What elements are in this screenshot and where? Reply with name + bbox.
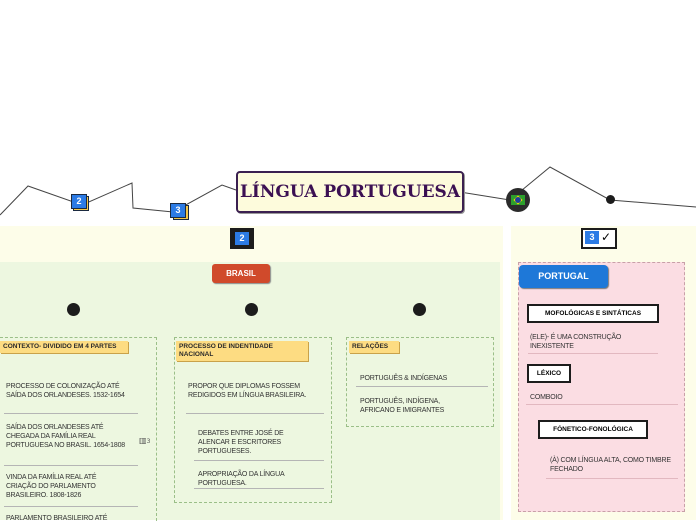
divider — [356, 386, 488, 387]
list-item[interactable]: DEBATES ENTRE JOSÉ DE ALENCAR E ESCRITOR… — [198, 430, 284, 455]
relacoes-column — [346, 337, 494, 427]
list-item[interactable]: COMBOIO — [530, 394, 563, 401]
identidade-header[interactable]: PROCESSO DE INDENTIDADE NACIONAL — [176, 341, 308, 361]
collapse-dot-1[interactable] — [67, 303, 80, 316]
list-item[interactable]: SAÍDA DOS ORLANDESES ATÉ CHEGADA DA FAMÍ… — [6, 424, 125, 449]
contexto-column — [0, 337, 157, 521]
marker-2[interactable]: 2 — [230, 228, 254, 249]
list-item[interactable]: PROPOR QUE DIPLOMAS FOSSEM REDIGIDOS EM … — [188, 383, 307, 399]
divider — [546, 478, 678, 479]
list-item[interactable]: VINDA DA FAMÍLIA REAL ATÉ CRIAÇÃO DO PAR… — [6, 474, 97, 499]
relacoes-header[interactable]: RELAÇÕES — [349, 341, 399, 353]
list-item[interactable]: PROCESSO DE COLONIZAÇÃO ATÉ SAÍDA DOS OR… — [6, 383, 125, 399]
list-item[interactable]: (À) COM LÍNGUA ALTA, COMO TIMBRE FECHADO — [550, 457, 671, 473]
check-icon: ✓ — [601, 230, 612, 244]
morfologicas-topic[interactable]: MOFOLÓGICAS E SINTÁTICAS — [527, 304, 659, 323]
list-item[interactable]: PARLAMENTO BRASILEIRO ATÉ — [6, 515, 108, 522]
divider — [4, 413, 138, 414]
divider — [528, 353, 658, 354]
marker-3-check[interactable]: 3 ✓ — [581, 228, 617, 249]
divider — [186, 413, 324, 414]
branch-line-right — [459, 166, 696, 208]
divider — [194, 488, 324, 489]
divider — [4, 506, 138, 507]
attachment-icon[interactable]: ▥3 — [139, 436, 151, 445]
brasil-topic[interactable]: BRASIL — [212, 264, 270, 283]
list-item[interactable]: PORTUGUÊS & INDÍGENAS — [360, 375, 448, 382]
branch-end-dot[interactable] — [606, 195, 615, 204]
identidade-column — [174, 337, 332, 503]
list-item[interactable]: APROPRIAÇÃO DA LÍNGUA PORTUGUESA. — [198, 471, 285, 487]
collapse-dot-3[interactable] — [413, 303, 426, 316]
sticky-badge-2[interactable]: 2 — [71, 194, 87, 209]
divider — [194, 460, 324, 461]
portugal-topic[interactable]: PORTUGAL — [519, 265, 608, 288]
divider — [526, 404, 678, 405]
central-topic[interactable]: LÍNGUA PORTUGUESA — [236, 171, 464, 213]
portugal-inner-panel — [518, 262, 685, 512]
collapse-dot-2[interactable] — [245, 303, 258, 316]
sticky-badge-3[interactable]: 3 — [170, 203, 186, 218]
fonetico-topic[interactable]: FÓNETICO-FONOLÓGICA — [538, 420, 648, 439]
divider — [4, 465, 138, 466]
lexico-topic[interactable]: LÉXICO — [527, 364, 571, 383]
list-item[interactable]: (ELE)- É UMA CONSTRUÇÃO INEXISTENTE — [530, 334, 622, 350]
list-item[interactable]: PORTUGUÊS, INDÍGENA, AFRICANO E IMIGRANT… — [360, 398, 445, 414]
branch-line-left — [0, 182, 237, 216]
brazil-flag-icon[interactable] — [506, 188, 530, 212]
contexto-header[interactable]: CONTEXTO- DIVIDIDO EM 4 PARTES — [0, 341, 128, 353]
